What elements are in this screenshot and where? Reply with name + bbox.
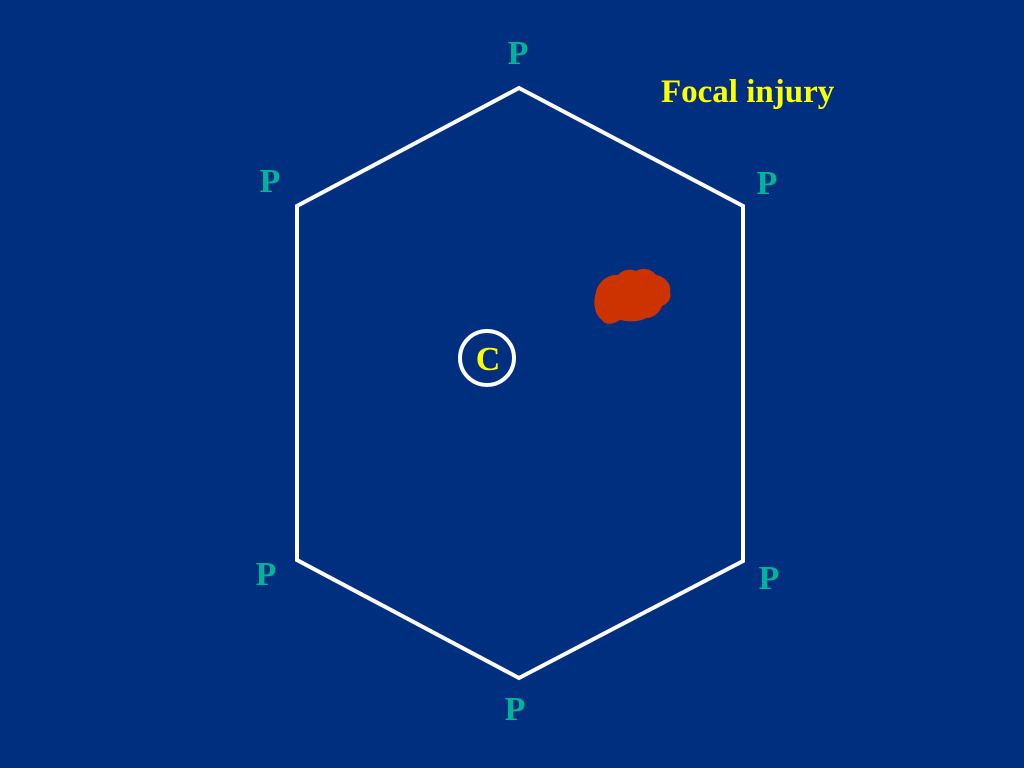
portal-tract-label-upper-right: P: [756, 165, 778, 202]
lobule-hexagon: [295, 85, 745, 681]
portal-tract-label-bottom: P: [504, 691, 526, 728]
portal-tract-label-upper-left: P: [259, 163, 281, 200]
portal-tract-label-lower-right: P: [758, 560, 780, 597]
focal-injury-lesion: [594, 268, 671, 324]
portal-tract-label-lower-left: P: [255, 556, 277, 593]
central-vein-circle: [458, 329, 516, 387]
diagram-title: Focal injury: [661, 74, 835, 110]
central-vein-label: C: [475, 341, 501, 378]
portal-tract-label-top: P: [507, 35, 529, 72]
